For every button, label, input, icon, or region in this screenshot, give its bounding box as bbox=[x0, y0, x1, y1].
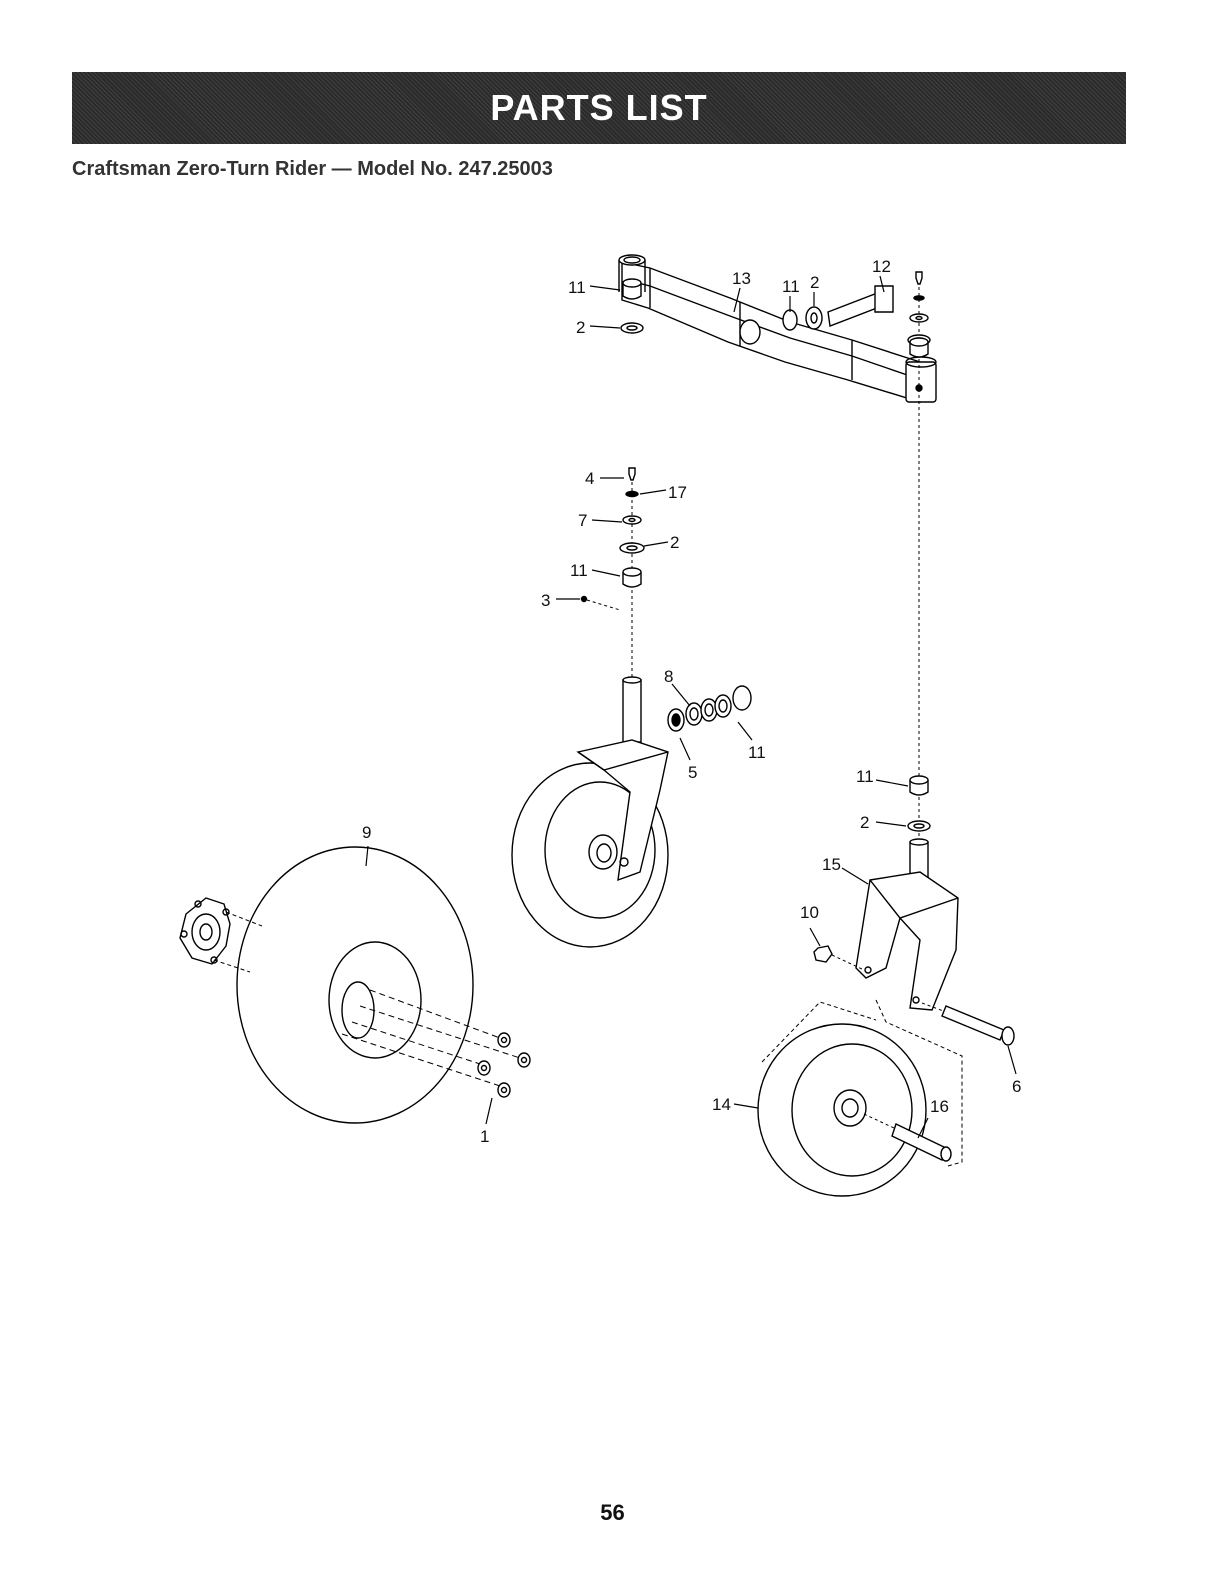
left-pivot-hardware-stack bbox=[582, 279, 645, 740]
callout-14: 14 bbox=[712, 1095, 731, 1114]
left-caster-wheel-assembly bbox=[512, 677, 668, 947]
callout-1: 1 bbox=[480, 1127, 489, 1146]
callout-4: 4 bbox=[585, 469, 594, 488]
callout-16: 16 bbox=[930, 1097, 949, 1116]
callout-12: 12 bbox=[872, 257, 891, 276]
front-axle-beam bbox=[619, 255, 936, 402]
callout-2: 2 bbox=[860, 813, 869, 832]
callout-2: 2 bbox=[810, 273, 819, 292]
page-number: 56 bbox=[0, 1500, 1225, 1526]
drive-wheel-assembly bbox=[180, 847, 530, 1123]
callout-13: 13 bbox=[732, 269, 751, 288]
callout-3: 3 bbox=[541, 591, 550, 610]
callout-2: 2 bbox=[576, 318, 585, 337]
callout-2: 2 bbox=[670, 533, 679, 552]
callout-11: 11 bbox=[748, 743, 766, 762]
callout-17: 17 bbox=[668, 483, 687, 502]
callout-9: 9 bbox=[362, 823, 371, 842]
callout-11: 11 bbox=[782, 277, 800, 296]
callout-11: 11 bbox=[568, 278, 586, 297]
callout-8: 8 bbox=[664, 667, 673, 686]
callout-11: 11 bbox=[570, 561, 588, 580]
callout-6: 6 bbox=[1012, 1077, 1021, 1096]
callout-5: 5 bbox=[688, 763, 697, 782]
callout-10: 10 bbox=[800, 903, 819, 922]
callout-11: 11 bbox=[856, 767, 874, 786]
callout-15: 15 bbox=[822, 855, 841, 874]
callout-7: 7 bbox=[578, 511, 587, 530]
